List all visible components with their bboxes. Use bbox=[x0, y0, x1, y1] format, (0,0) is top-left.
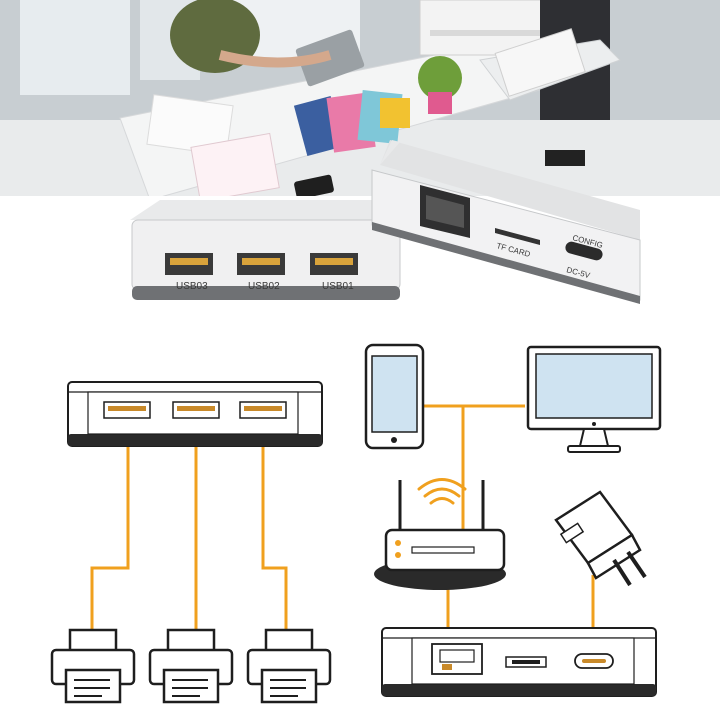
tf-card-slot-icon bbox=[505, 656, 547, 668]
printer-icon bbox=[148, 628, 234, 704]
tf-card-slot-icon bbox=[495, 228, 540, 245]
printer-icon bbox=[246, 628, 332, 704]
usb-port-icon bbox=[239, 401, 287, 419]
usb-c-port-icon bbox=[574, 653, 614, 669]
router-icon bbox=[374, 480, 506, 590]
wire-usb03-printer bbox=[90, 420, 130, 660]
usb-port-icon bbox=[165, 253, 213, 275]
server-front-photo: USB03 USB02 USB01 bbox=[130, 200, 401, 300]
connection-wires bbox=[90, 404, 595, 660]
office-photo bbox=[0, 0, 720, 203]
usb-port-icon bbox=[237, 253, 285, 275]
phone-icon bbox=[364, 343, 425, 450]
power-adapter-icon bbox=[554, 490, 647, 587]
usb-port-icon bbox=[172, 401, 220, 419]
wire-usb01-printer bbox=[261, 420, 288, 660]
server-diagram-usb bbox=[67, 381, 323, 447]
usb-c-port-icon bbox=[565, 241, 603, 261]
usb01-label: USB01 bbox=[322, 281, 354, 292]
server-rear-photo: TF CARD CONFIG DC-5V bbox=[371, 140, 641, 304]
usb-port-icon bbox=[103, 401, 151, 419]
server-diagram-rear bbox=[381, 627, 657, 697]
monitor-icon bbox=[526, 345, 662, 453]
usb02-label: USB02 bbox=[248, 281, 280, 292]
ethernet-port-icon bbox=[431, 643, 483, 675]
printer-icon bbox=[50, 628, 136, 704]
usb-port-icon bbox=[310, 253, 358, 275]
usb03-label: USB03 bbox=[176, 281, 208, 292]
ethernet-port-icon bbox=[420, 185, 470, 238]
wifi-icon bbox=[417, 478, 467, 505]
